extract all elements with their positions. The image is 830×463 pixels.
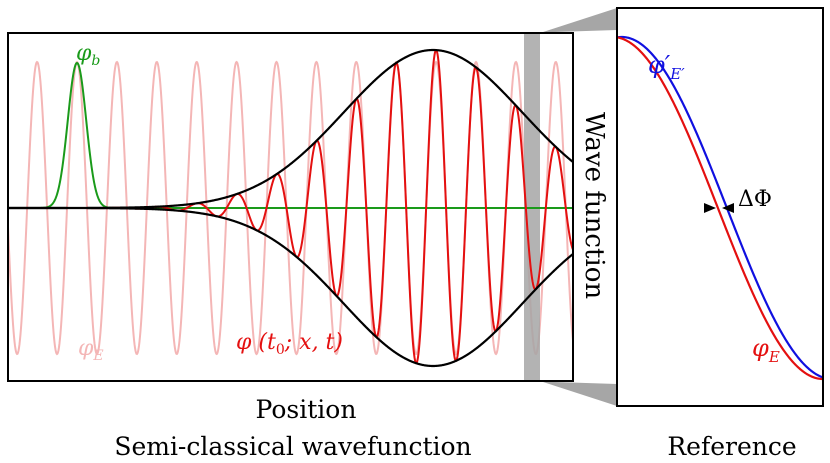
delta-phi-arrow-left — [704, 203, 716, 213]
envelope-lower — [8, 206, 573, 368]
phi-e-prime-curve — [617, 35, 823, 379]
delta-phi-label: ΔΦ — [738, 187, 772, 212]
zoom-connector — [524, 381, 617, 406]
position-label: Position — [256, 395, 357, 424]
phi-e-prime-label: φ′E′ — [648, 51, 685, 83]
phi-e-faint-label: φE — [78, 336, 104, 364]
main-plot-frame — [7, 32, 574, 382]
zoom-connector — [524, 8, 617, 33]
reference-label: Reference — [667, 432, 796, 461]
phi-b-bump — [8, 61, 573, 209]
semi-classical-label: Semi-classical wavefunction — [114, 432, 471, 461]
packet-label: φ (t0; x, t) — [236, 330, 343, 358]
wave-function-label: Wave function — [579, 112, 609, 299]
phi-e-curve — [617, 36, 823, 381]
reference-plot-frame — [616, 7, 824, 407]
delta-phi-arrow-right — [722, 203, 734, 213]
phi-e-ref-label: φE — [752, 334, 780, 366]
phi-b-label: φb — [76, 41, 100, 69]
